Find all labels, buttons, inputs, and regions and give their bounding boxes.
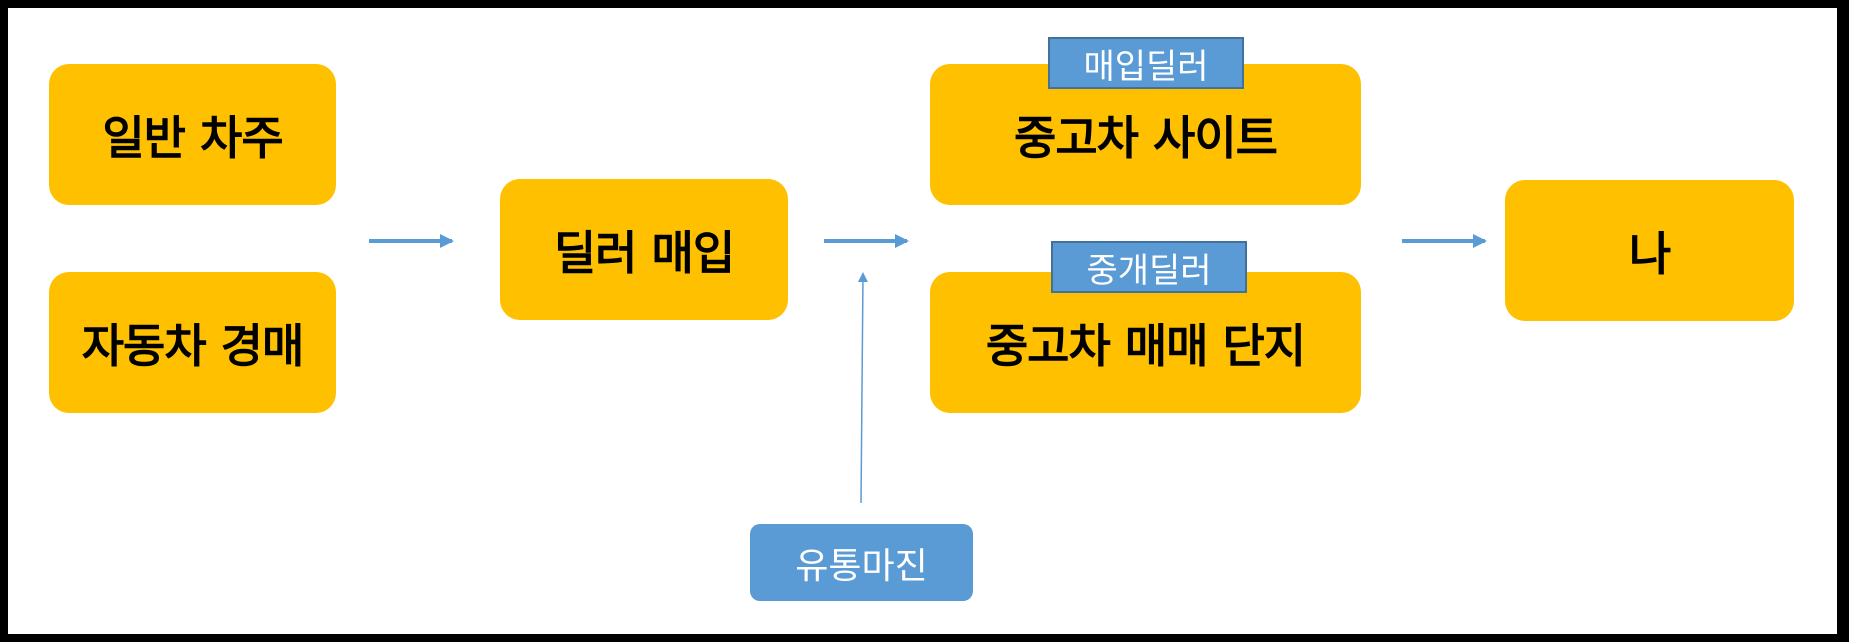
margin-label: 유통마진: [795, 545, 928, 587]
connector-layer: [369, 234, 1487, 504]
channel-complex-label: 중고차 매매 단지: [985, 318, 1306, 373]
diagram-panel: 일반 차주 자동차 경매 딜러 매입 중고차 사이트 매입딜러 중고차 매매 단…: [8, 8, 1837, 634]
channel-complex-tag-label: 중개딜러: [1086, 250, 1212, 291]
channel-complex-box: 중고차 매매 단지: [930, 272, 1361, 413]
channel-site-tag-label: 매입딜러: [1083, 46, 1209, 87]
source-owner-label: 일반 차주: [102, 110, 283, 165]
source-auction-box: 자동차 경매: [49, 272, 336, 413]
dealer-purchase-label: 딜러 매입: [553, 225, 735, 280]
source-owner-box: 일반 차주: [49, 64, 336, 205]
dealer-purchase-box: 딜러 매입: [500, 179, 788, 320]
source-auction-label: 자동차 경매: [81, 318, 305, 373]
me-label: 나: [1628, 226, 1671, 281]
channel-complex-tag: 중개딜러: [1051, 241, 1247, 293]
arrow-margin-up: [857, 272, 868, 504]
margin-box: 유통마진: [750, 524, 973, 601]
channel-site-tag: 매입딜러: [1048, 37, 1244, 89]
me-box: 나: [1505, 180, 1794, 321]
channel-site-label: 중고차 사이트: [1014, 110, 1278, 165]
